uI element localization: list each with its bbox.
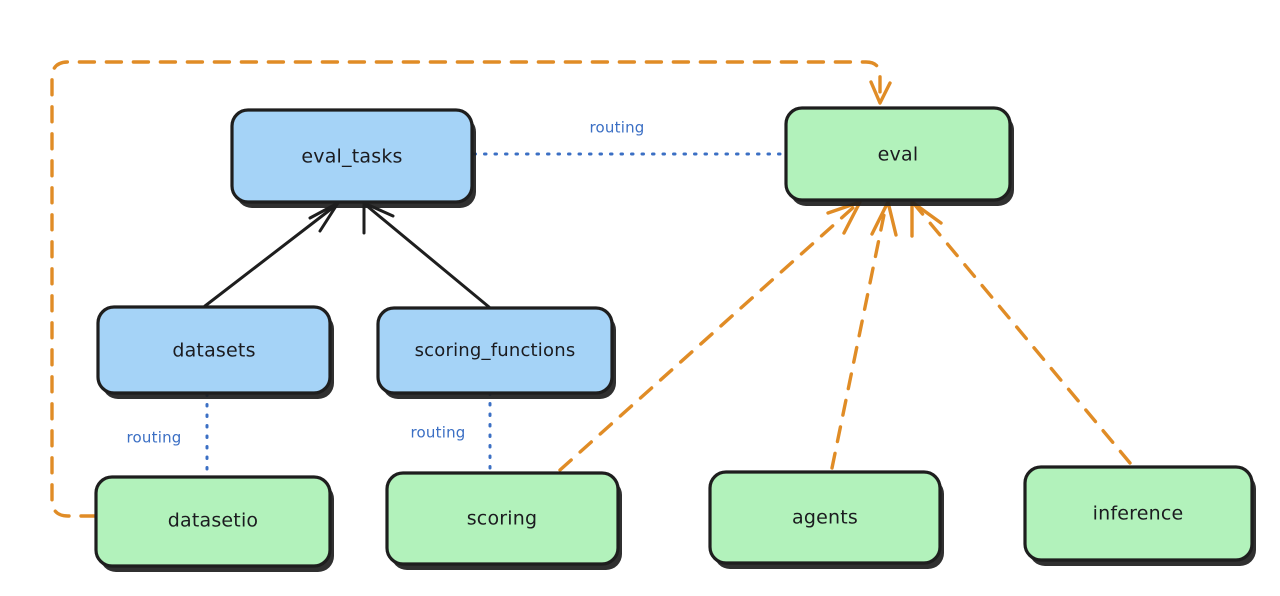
- edge-datasetio-to-eval: [50, 60, 892, 518]
- edge-path-datasets-eval_tasks: [203, 204, 337, 308]
- node-inference[interactable]: inference: [1023, 465, 1256, 566]
- node-scoring-rect[interactable]: [385, 471, 620, 566]
- edge-label-routing-eval_tasks-eval: routing: [590, 119, 645, 137]
- node-datasetio-label: datasetio: [168, 510, 259, 532]
- node-datasets[interactable]: datasets: [96, 305, 334, 399]
- node-agents-rect[interactable]: [708, 470, 942, 565]
- node-scoring[interactable]: scoring: [385, 471, 622, 570]
- edge-path-scoring_functions-eval_tasks: [365, 204, 491, 309]
- node-eval_tasks-rect[interactable]: [230, 108, 474, 204]
- edge-path-datasetio-eval: [50, 60, 882, 518]
- node-datasets-label: datasets: [172, 340, 255, 362]
- node-agents-label: agents: [792, 507, 858, 529]
- node-datasetio-rect[interactable]: [94, 475, 332, 568]
- edge-scoring_functions-to-eval_tasks: [362, 201, 491, 309]
- edge-inference-to-eval: [910, 200, 1132, 465]
- edge-label-routing-scoring_functions-scoring: routing: [411, 424, 466, 442]
- node-eval_tasks-label: eval_tasks: [301, 146, 402, 168]
- node-scoring_functions-rect[interactable]: [376, 306, 614, 395]
- edge-path-agents-eval: [830, 203, 888, 470]
- node-datasets-rect[interactable]: [96, 305, 332, 395]
- node-agents[interactable]: agents: [708, 470, 944, 569]
- node-scoring_functions[interactable]: scoring_functions: [376, 306, 616, 399]
- node-eval-rect[interactable]: [784, 106, 1012, 202]
- arrowhead-datasetio-eval: [869, 80, 892, 105]
- node-eval-label: eval: [878, 144, 919, 166]
- node-inference-rect[interactable]: [1023, 465, 1254, 562]
- node-scoring_functions-label: scoring_functions: [415, 340, 576, 361]
- node-scoring-label: scoring: [467, 508, 538, 530]
- edge-path-inference-eval: [913, 203, 1132, 465]
- edge-agents-to-eval: [830, 200, 898, 470]
- edge-path-scoring-eval: [558, 203, 858, 472]
- node-eval_tasks[interactable]: eval_tasks: [230, 108, 476, 208]
- node-inference-label: inference: [1093, 503, 1184, 525]
- edge-datasets-to-eval_tasks: [203, 201, 340, 308]
- node-eval[interactable]: eval: [784, 106, 1014, 206]
- edge-label-routing-datasets-datasetio: routing: [127, 429, 182, 447]
- node-datasetio[interactable]: datasetio: [94, 475, 334, 572]
